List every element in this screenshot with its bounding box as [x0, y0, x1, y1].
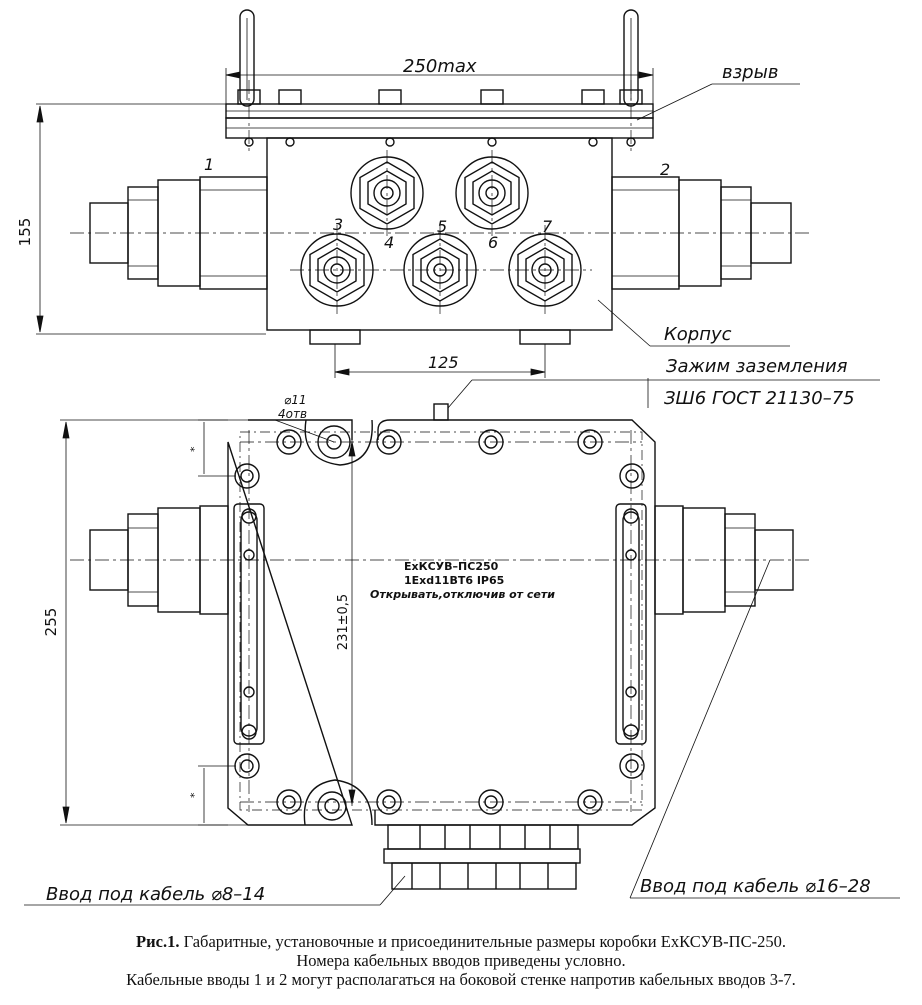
- entry-number-7: 7: [542, 217, 553, 236]
- figure-caption: Рис.1. Габаритные, установочные и присое…: [0, 932, 922, 989]
- plan-body-outline: [227, 419, 656, 826]
- plate-line-2: 1Exd11BT6 IP65: [404, 574, 504, 587]
- dim-155: 155: [16, 218, 34, 247]
- plan-view: [24, 403, 900, 906]
- plate-line-3: Открывать,отключив от сети: [370, 588, 555, 601]
- technical-drawing: 250max 155 125 255 231±0,5 ⌀11 4отв * * …: [16, 9, 900, 906]
- callout-ground-1: Зажим заземления: [666, 356, 848, 377]
- callout-body: Корпус: [664, 324, 732, 345]
- caption-title: Рис.1.: [136, 932, 180, 951]
- dim-255: 255: [42, 608, 60, 637]
- plan-bottom-entries: [383, 824, 581, 890]
- entry-number-6: 6: [488, 233, 498, 252]
- entry-number-2: 2: [660, 160, 670, 179]
- callout-ground-2: ЗШ6 ГОСТ 21130–75: [664, 388, 855, 409]
- caption-text-1: Габаритные, установочные и присоединител…: [183, 932, 786, 951]
- dim-hole: ⌀11: [284, 393, 307, 407]
- dim-offset-top: *: [188, 446, 201, 452]
- dim-231: 231±0,5: [336, 594, 351, 650]
- ground-clamp: [433, 403, 449, 421]
- caption-line-2: Номера кабельных вводов приведены условн…: [296, 951, 626, 970]
- entry-number-4: 4: [384, 233, 394, 252]
- lid-bolts: [234, 429, 645, 815]
- callout-entry-large: Ввод под кабель ⌀16–28: [640, 876, 871, 897]
- entry-number-1: 1: [204, 155, 214, 174]
- caption-line-1: Рис.1. Габаритные, установочные и присое…: [0, 932, 922, 951]
- lifting-eye-left: [239, 9, 255, 107]
- dim-250max: 250max: [403, 56, 477, 77]
- callout-entry-small: Ввод под кабель ⌀8–14: [46, 884, 265, 905]
- entry-number-5: 5: [437, 217, 447, 236]
- dim-offset-bottom: *: [188, 792, 201, 798]
- callout-explosion: взрыв: [722, 62, 778, 83]
- dim-125: 125: [428, 353, 459, 372]
- dim-hole-count: 4отв: [278, 407, 307, 421]
- entry-number-3: 3: [333, 215, 343, 234]
- caption-line-3: Кабельные вводы 1 и 2 могут располагатьс…: [126, 970, 796, 989]
- plate-line-1: ExКСУВ–ПС250: [404, 560, 499, 573]
- front-view: [36, 9, 880, 409]
